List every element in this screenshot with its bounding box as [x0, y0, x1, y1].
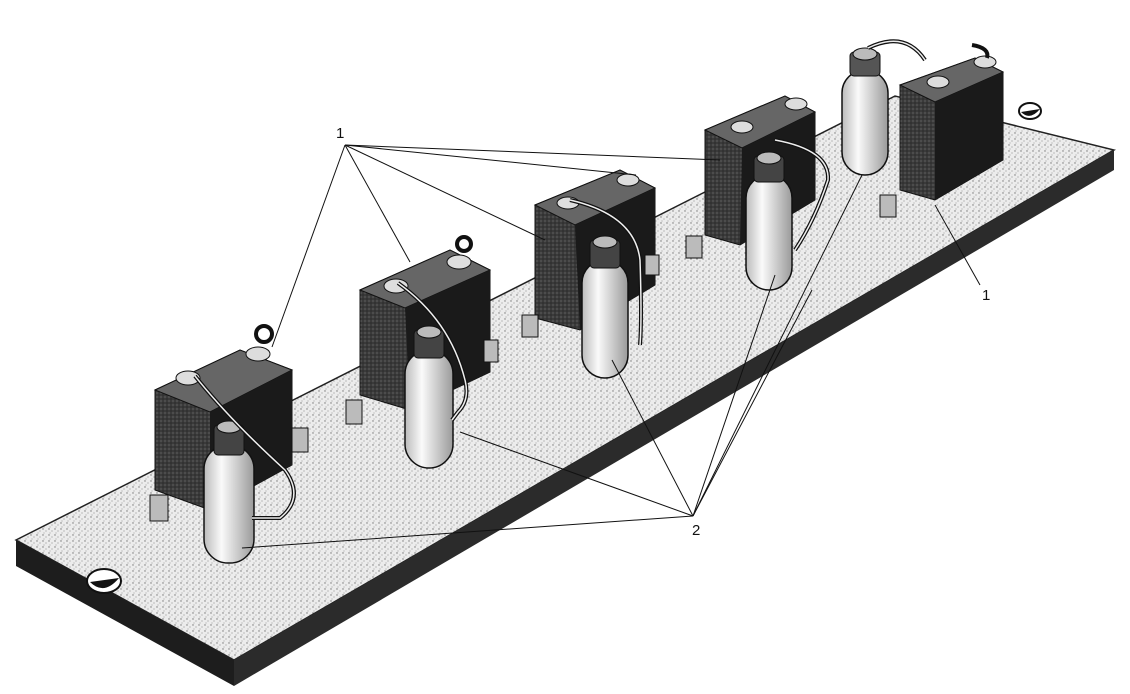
- fuse: [193, 374, 296, 564]
- callout-1-leaders: [271, 144, 981, 348]
- callout-label-1-right: 1: [982, 287, 990, 304]
- fuse: [745, 138, 831, 291]
- callout-label-1: 1: [336, 125, 344, 142]
- fuse: [396, 281, 469, 469]
- fuse: [569, 198, 643, 379]
- capacitor: [879, 43, 1005, 218]
- callout-label-2: 2: [692, 522, 700, 539]
- callout-2-leaders: [241, 174, 863, 549]
- mounting-hole-right: [1018, 102, 1042, 120]
- mounting-hole-left: [86, 568, 122, 594]
- fuse: [841, 39, 927, 176]
